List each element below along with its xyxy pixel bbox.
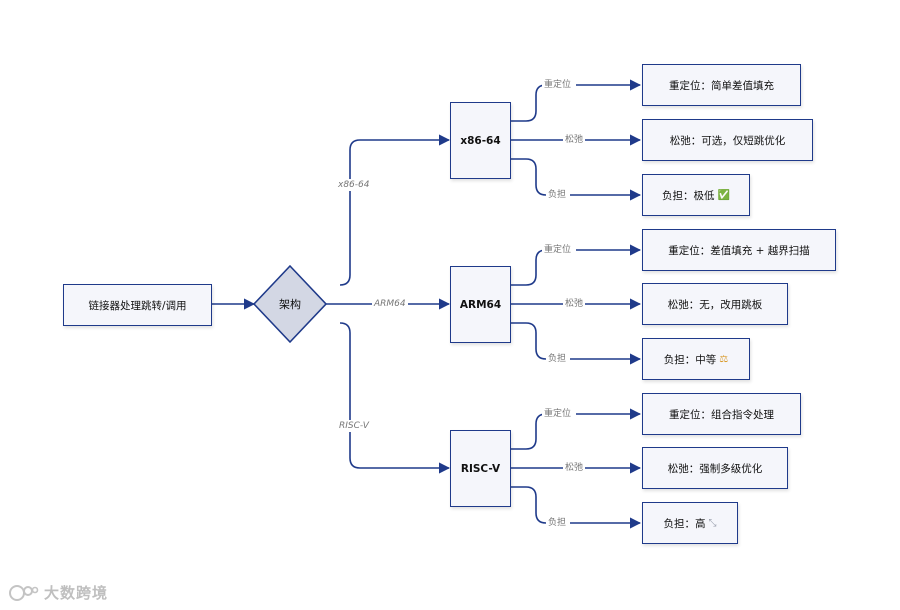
node-label: 松弛：强制多级优化	[667, 462, 763, 475]
edge-label-burden: 负担	[546, 189, 569, 201]
edge-label-burden: 负担	[546, 517, 569, 529]
node-label: 重定位：组合指令处理	[669, 408, 774, 421]
arm-reloc-node: 重定位：差值填充 + 越界扫描	[642, 229, 836, 271]
node-label: 负担：极低	[662, 189, 715, 202]
arch-node-x86-64: x86-64	[450, 102, 511, 179]
edge-label-arm64: ARM64	[372, 298, 408, 310]
edge-label-x86-64: x86-64	[336, 179, 372, 191]
watermark-text: 大数跨境	[44, 584, 109, 602]
riscv-relax-node: 松弛：强制多级优化	[642, 447, 788, 489]
x86-burden-node: 负担：极低 ✅	[642, 174, 750, 216]
edge-label-burden: 负担	[546, 353, 569, 365]
watermark-logo-icon	[9, 584, 39, 601]
node-label: 负担：中等	[663, 353, 717, 366]
arch-node-arm64: ARM64	[450, 266, 511, 343]
start-node: 链接器处理跳转/调用	[63, 284, 212, 326]
edge-label-risc-v: RISC-V	[337, 420, 371, 432]
x86-relax-node: 松弛：可选，仅短跳优化	[642, 119, 813, 161]
riscv-burden-node: 负担：高 ⤡	[642, 502, 738, 544]
edge-label-reloc: 重定位	[542, 79, 574, 91]
node-label: 松弛：可选，仅短跳优化	[669, 134, 786, 147]
arm-relax-node: 松弛：无，改用跳板	[642, 283, 788, 325]
edge-label-relax: 松弛	[563, 462, 586, 474]
node-label: 负担：高	[663, 517, 706, 530]
edge-label-reloc: 重定位	[542, 244, 574, 256]
arch-node-label: ARM64	[459, 298, 502, 311]
node-label: 重定位：简单差值填充	[669, 79, 774, 92]
edge-label-reloc: 重定位	[542, 408, 574, 420]
arch-node-label: x86-64	[460, 134, 501, 147]
edge-label-relax: 松弛	[563, 298, 586, 310]
balance-scale-icon: ⚖	[719, 353, 729, 365]
check-icon: ✅	[717, 189, 730, 201]
diagonal-arrow-icon: ⤡	[708, 517, 717, 529]
node-label: 重定位：差值填充 + 越界扫描	[668, 244, 810, 257]
arch-node-label: RISC-V	[460, 462, 501, 475]
arm-burden-node: 负担：中等 ⚖	[642, 338, 750, 380]
start-node-label: 链接器处理跳转/调用	[88, 299, 187, 312]
node-label: 松弛：无，改用跳板	[667, 298, 763, 311]
decision-diamond	[252, 264, 328, 344]
edge-label-relax: 松弛	[563, 134, 586, 146]
watermark: 大数跨境	[8, 582, 108, 603]
arch-node-risc-v: RISC-V	[450, 430, 511, 507]
riscv-reloc-node: 重定位：组合指令处理	[642, 393, 801, 435]
x86-reloc-node: 重定位：简单差值填充	[642, 64, 801, 106]
decision-label: 架构	[279, 298, 301, 311]
